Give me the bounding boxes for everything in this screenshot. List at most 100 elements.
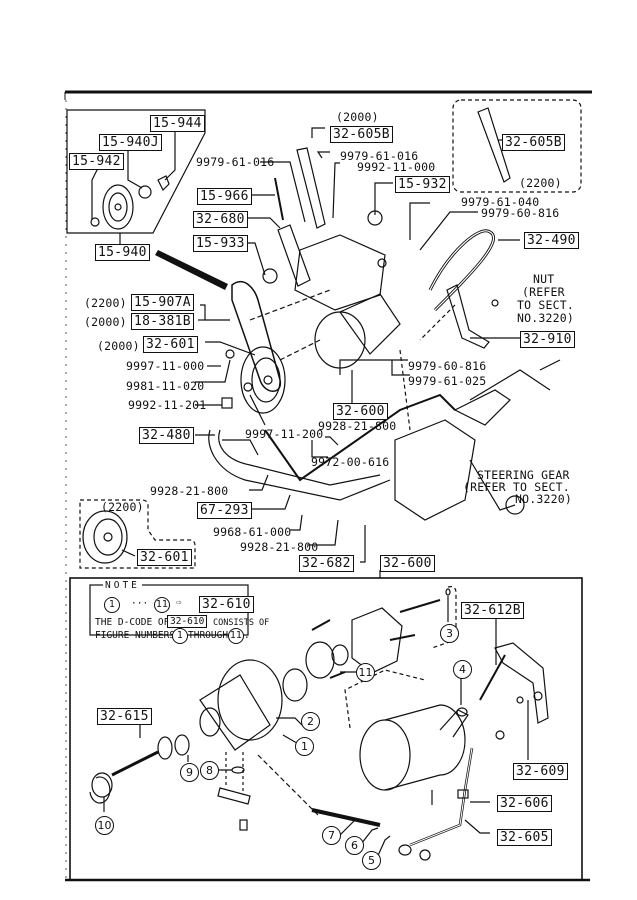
variant-2000-label: (2000) xyxy=(336,110,379,124)
figure-number-2[interactable]: 2 xyxy=(301,712,320,731)
nut-9992-11-201[interactable]: 9992-11-201 xyxy=(128,398,207,412)
note-line1-suffix: CONSISTS OF xyxy=(213,618,270,628)
shaft-bearing xyxy=(91,772,113,798)
part-32-600-pump[interactable]: 32-600 xyxy=(333,403,388,420)
note-line2-to: 11 xyxy=(228,628,244,644)
hose-32-490 xyxy=(428,229,496,312)
figure-number-9[interactable]: 9 xyxy=(180,763,199,782)
clamp-9928-21-800-c[interactable]: 9928-21-800 xyxy=(240,540,319,554)
bolt-9972-00-616[interactable]: 9972-00-616 xyxy=(311,455,390,469)
pressure-line xyxy=(264,393,456,482)
note-line2-mid: THROUGH xyxy=(188,630,229,641)
figure-number-1[interactable]: 1 xyxy=(295,737,314,756)
part-32-680[interactable]: 32-680 xyxy=(193,211,248,228)
part-32-490[interactable]: 32-490 xyxy=(524,232,579,249)
figure-number-4[interactable]: 4 xyxy=(453,660,472,679)
steering-gear-note-2: (REFER TO SECT. xyxy=(463,480,570,494)
clamp-9928-21-800-a[interactable]: 9928-21-800 xyxy=(318,419,397,433)
note-line2-from: 1 xyxy=(172,628,188,644)
bolt-9979-61-025[interactable]: 9979-61-025 xyxy=(408,374,487,388)
detail-section-frame xyxy=(69,577,583,881)
bolt-9979-61-016-b[interactable]: 9979-61-016 xyxy=(340,149,419,163)
part-32-601-2200[interactable]: 32-601 xyxy=(137,549,192,566)
clamp-9928-21-800-b[interactable]: 9928-21-800 xyxy=(150,484,229,498)
figure-number-3[interactable]: 3 xyxy=(440,624,459,643)
pointer-arrow xyxy=(155,250,228,290)
washer-9981-11-020[interactable]: 9981-11-020 xyxy=(126,379,205,393)
part-32-612B[interactable]: 32-612B xyxy=(461,602,524,619)
bracket-32-910 xyxy=(446,284,490,349)
belt-variant-2000: (2000) xyxy=(84,315,127,329)
part-15-940[interactable]: 15-940 xyxy=(95,244,150,261)
figure-number-8[interactable]: 8 xyxy=(200,761,219,780)
pump-bracket xyxy=(294,234,386,311)
part-32-609[interactable]: 32-609 xyxy=(513,763,568,780)
idler-pulley xyxy=(102,184,134,230)
clip-9968-61-000[interactable]: 9968-61-000 xyxy=(213,525,292,539)
part-32-682[interactable]: 32-682 xyxy=(299,555,354,572)
note-to-number: 11 xyxy=(154,597,170,613)
figure-number-6[interactable]: 6 xyxy=(345,836,364,855)
cam-ring xyxy=(282,668,308,702)
pulley-variant-2200: (2200) xyxy=(101,500,144,514)
long-bolt xyxy=(274,177,284,221)
part-32-605B-2000[interactable]: 32-605B xyxy=(330,126,393,143)
part-67-293[interactable]: 67-293 xyxy=(197,502,252,519)
note-code-32-610[interactable]: 32-610 xyxy=(199,596,254,613)
steering-gear-note-1: STEERING GEAR xyxy=(477,468,570,482)
bracket-2200 xyxy=(477,107,511,183)
note-line1-code[interactable]: 32-610 xyxy=(167,615,208,628)
part-32-601[interactable]: 32-601 xyxy=(143,336,198,353)
part-15-932[interactable]: 15-932 xyxy=(395,176,450,193)
reservoir-cap xyxy=(359,719,411,791)
figure-number-7[interactable]: 7 xyxy=(322,826,341,845)
bolt-9979-60-816-a[interactable]: 9979-60-816 xyxy=(481,206,560,220)
tensioner-bracket xyxy=(277,224,311,287)
washer-9997-11-200[interactable]: 9997-11-200 xyxy=(245,427,324,441)
nut-note-1: NUT xyxy=(533,272,555,286)
bracket-32-609 xyxy=(494,642,549,724)
nut-note-3: TO SECT. xyxy=(517,298,574,312)
bolt-9997-11-000[interactable]: 9997-11-000 xyxy=(126,359,205,373)
figure-number-11[interactable]: 11 xyxy=(356,663,375,682)
part-15-933[interactable]: 15-933 xyxy=(193,235,248,252)
part-18-381B[interactable]: 18-381B xyxy=(131,313,194,330)
variant-2200-label: (2200) xyxy=(519,176,562,190)
pressure-pipe-32-605 xyxy=(409,747,474,847)
part-32-605[interactable]: 32-605 xyxy=(497,829,552,846)
bolt-9979-61-040[interactable]: 9979-61-040 xyxy=(461,195,540,209)
part-32-606[interactable]: 32-606 xyxy=(497,795,552,812)
part-32-605B-2200[interactable]: 32-605B xyxy=(502,134,565,151)
steering-gear xyxy=(394,419,476,521)
pulley-2000 xyxy=(240,346,286,414)
part-32-615[interactable]: 32-615 xyxy=(97,708,152,725)
note-arrow: ⇨ xyxy=(176,597,182,608)
note-line2-prefix: FIGURE NUMBERS xyxy=(95,630,176,641)
bolt-9979-61-016-a[interactable]: 9979-61-016 xyxy=(196,155,275,169)
figure-number-5[interactable]: 5 xyxy=(362,851,381,870)
note-line2-end: . xyxy=(244,630,250,641)
part-15-940J[interactable]: 15-940J xyxy=(99,134,162,151)
drive-belt xyxy=(231,280,281,392)
idler-group-frame xyxy=(66,109,206,234)
washer-9992-11-000[interactable]: 9992-11-000 xyxy=(357,160,436,174)
steering-gear-note-3: NO.3220) xyxy=(515,492,572,506)
part-15-907A[interactable]: 15-907A xyxy=(131,294,194,311)
note-line1-prefix: THE D-CODE OF xyxy=(95,617,170,628)
part-32-480[interactable]: 32-480 xyxy=(139,427,194,444)
figure-number-10[interactable]: 10 xyxy=(95,816,114,835)
part-15-966[interactable]: 15-966 xyxy=(197,188,252,205)
part-15-944[interactable]: 15-944 xyxy=(150,115,205,132)
part-32-910[interactable]: 32-910 xyxy=(520,331,575,348)
note-from-number: 1 xyxy=(104,597,120,613)
note-ellipsis: ··· xyxy=(131,598,149,609)
pulley-variant-2000: (2000) xyxy=(97,339,140,353)
nut-note-4: NO.3220) xyxy=(517,311,574,325)
inset-2200-pulley-frame xyxy=(79,499,196,569)
pulley-2200 xyxy=(82,510,128,564)
bolt-9979-60-816-b[interactable]: 9979-60-816 xyxy=(408,359,487,373)
part-32-600-assembly[interactable]: 32-600 xyxy=(380,555,435,572)
part-15-942[interactable]: 15-942 xyxy=(69,153,124,170)
inset-2200-frame xyxy=(452,99,582,193)
return-line-b xyxy=(218,429,381,486)
